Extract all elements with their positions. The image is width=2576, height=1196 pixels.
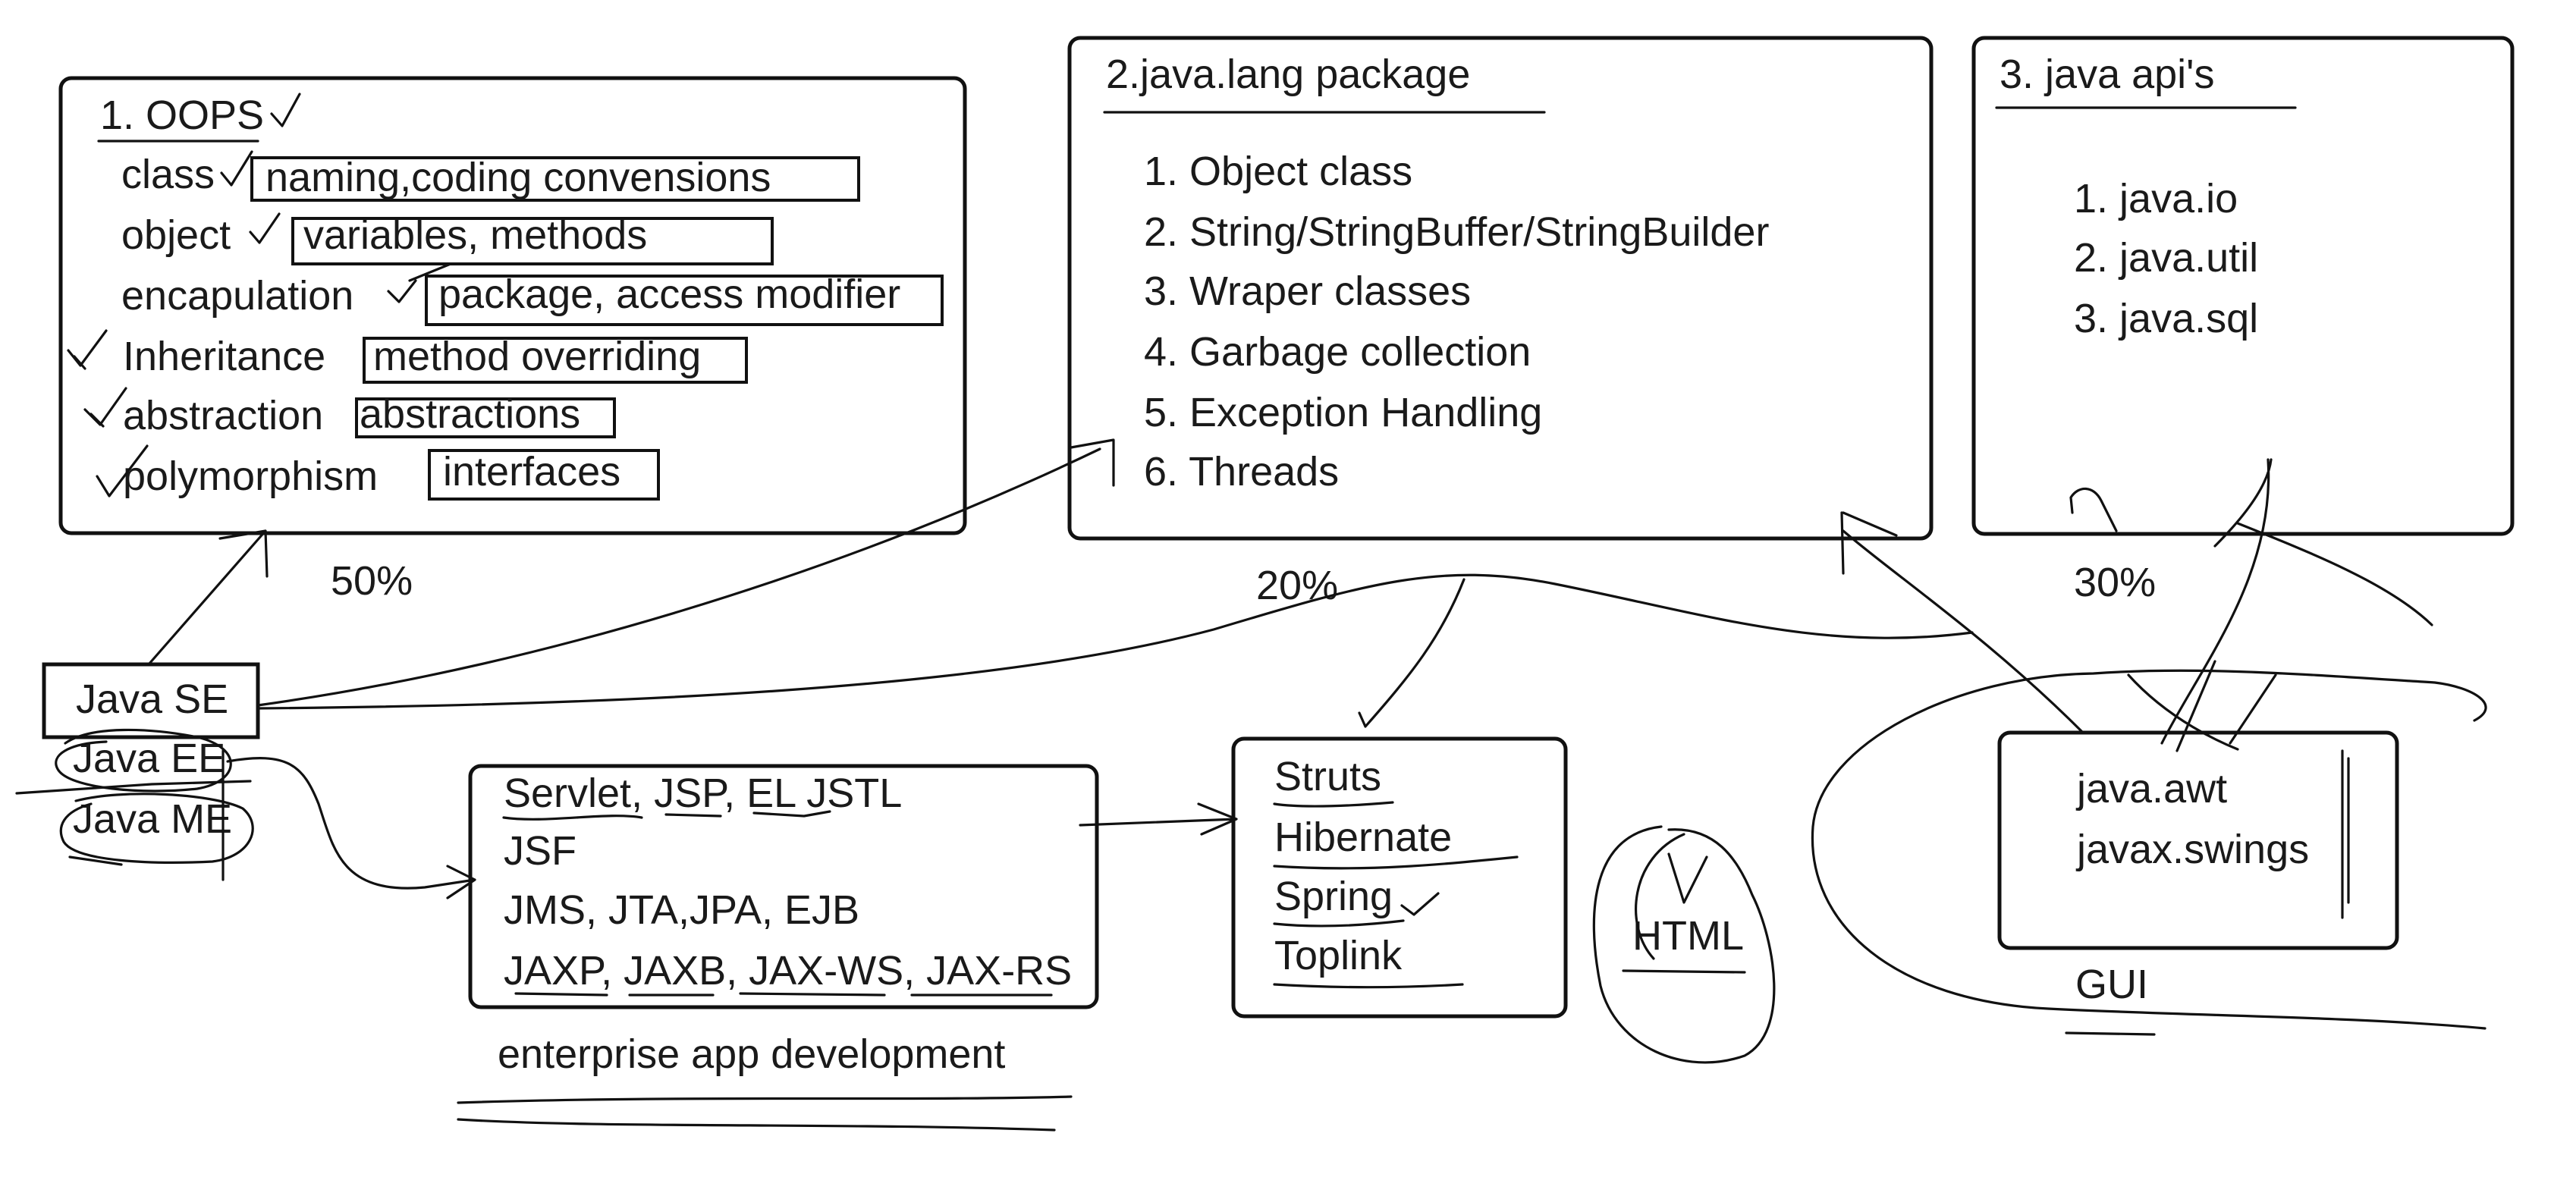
- enterprise-caption-underline: [457, 1095, 1073, 1104]
- oops-item-object: object: [121, 212, 231, 258]
- gui-item-swings: javax.swings: [2075, 827, 2309, 872]
- tag-box-abstractions: [355, 397, 616, 438]
- oops-tag-variables: variables, methods: [303, 212, 647, 258]
- el-underline: [752, 810, 831, 818]
- oops-tag-interfaces: interfaces: [443, 449, 620, 494]
- java-api-item-1: 1. java.io: [2074, 176, 2238, 221]
- java-lang-percent: 20%: [1256, 563, 1338, 608]
- java-api-item-2: 2. java.util: [2074, 235, 2258, 281]
- java-lang-item-2: 2. String/StringBuffer/StringBuilder: [1144, 209, 1769, 255]
- java-ee-circle: [55, 728, 232, 793]
- java-lang-item-4: 4. Garbage collection: [1144, 329, 1531, 375]
- java-api-box: 3. java api's 1. java.io 2. java.util 3.…: [1971, 36, 2515, 536]
- check-mark-icon: [83, 387, 127, 428]
- java-api-item-3: 3. java.sql: [2074, 296, 2258, 341]
- oops-item-encapulation: encapulation: [121, 273, 353, 319]
- servlet-underline: [502, 815, 643, 821]
- java-lang-item-5: 5. Exception Handling: [1144, 390, 1542, 435]
- gui-vertical-bar: [2341, 749, 2350, 919]
- html-scribble-inner: [1635, 833, 1708, 960]
- jaxp-underline: [514, 992, 608, 997]
- jaxws-underline: [739, 992, 886, 997]
- enterprise-line-3: JMS, JTA,JPA, EJB: [504, 887, 859, 933]
- framework-toplink: Toplink: [1274, 933, 1403, 978]
- enterprise-line-4: JAXP, JAXB, JAX-WS, JAX-RS: [504, 948, 1072, 994]
- arrow-gui-to-api-3: [2069, 487, 2118, 532]
- java-api-percent: 30%: [2074, 560, 2156, 605]
- java-lang-box: 2.java.lang package 1. Object class 2. S…: [1067, 36, 1934, 541]
- arrow-ee-to-enterprise: [226, 757, 476, 899]
- check-mark-icon: [387, 262, 452, 303]
- oops-box: 1. OOPS class naming,coding convensions …: [58, 76, 967, 535]
- java-ee-strike: [15, 780, 252, 795]
- enterprise-caption-underline-2: [457, 1118, 1056, 1132]
- jsp-underline: [664, 813, 722, 818]
- tag-box-package: [425, 275, 944, 326]
- framework-spring: Spring: [1274, 874, 1393, 919]
- gui-caption: GUI: [2075, 962, 2148, 1007]
- gui-caption-underline: [2065, 1031, 2156, 1036]
- html-scribble-circle: [1592, 825, 1776, 1064]
- arrow-se-to-lang: [256, 438, 1115, 707]
- java-me-tail: [68, 855, 123, 866]
- html-label: HTML: [1632, 913, 1744, 959]
- check-mark-icon: [67, 329, 108, 370]
- html-underline: [1622, 969, 1746, 974]
- oops-title: 1. OOPS: [100, 93, 264, 138]
- java-lang-title: 2.java.lang package: [1106, 52, 1470, 97]
- java-lang-item-6: 6. Threads: [1144, 449, 1339, 494]
- tag-box-variables: [291, 217, 774, 265]
- java-me-circle: [59, 793, 254, 864]
- check-mark-icon: [249, 212, 281, 244]
- gui-scribble-cross: [2127, 660, 2277, 752]
- enterprise-box: Servlet, JSP, EL JSTL JSF JMS, JTA,JPA, …: [468, 764, 1099, 1009]
- java-api-title: 3. java api's: [2000, 52, 2214, 97]
- enterprise-caption: enterprise app development: [498, 1031, 1005, 1077]
- oops-tag-overriding: method overriding: [373, 334, 701, 379]
- oops-tag-abstractions: abstractions: [360, 391, 580, 437]
- oops-item-polymorphism: polymorphism: [123, 454, 378, 499]
- oops-tag-package: package, access modifier: [438, 272, 900, 317]
- enterprise-line-1: Servlet, JSP, EL JSTL: [504, 771, 902, 816]
- check-mark-icon: [96, 444, 149, 498]
- java-se-box: Java SE: [42, 662, 260, 739]
- oops-percent: 50%: [331, 558, 413, 604]
- arrow-head-lang-bottom: [1840, 511, 1898, 575]
- frameworks-box: Struts Hibernate Spring Toplink: [1231, 736, 1568, 1019]
- hibernate-underline: [1273, 855, 1519, 870]
- oops-item-abstraction: abstraction: [123, 393, 323, 438]
- check-mark-icon: [270, 93, 301, 127]
- gui-box: java.awt javax.swings: [1997, 730, 2399, 950]
- tag-box-interfaces: [428, 449, 660, 501]
- java-lang-item-1: 1. Object class: [1144, 149, 1412, 194]
- framework-hibernate: Hibernate: [1274, 815, 1452, 860]
- enterprise-line-2: JSF: [504, 828, 576, 874]
- toplink-underline: [1273, 983, 1464, 989]
- arrow-gui-to-api-2: [2160, 458, 2273, 745]
- gui-item-awt: java.awt: [2075, 766, 2227, 811]
- arrow-se-to-oops: [147, 529, 269, 666]
- arrow-enterprise-to-frameworks: [1079, 802, 1238, 836]
- java-se-label: Java SE: [76, 676, 228, 722]
- arrow-lang-to-frameworks: [1358, 578, 1465, 728]
- gui-scribble-diagonal: [2236, 522, 2433, 626]
- framework-struts: Struts: [1274, 754, 1381, 799]
- arrow-se-to-api: [256, 573, 1974, 710]
- java-lang-item-3: 3. Wraper classes: [1144, 268, 1471, 314]
- oops-item-class: class: [121, 152, 215, 197]
- tag-box-naming: [250, 156, 860, 202]
- oops-tag-naming: naming,coding convensions: [265, 155, 771, 200]
- gui-scribble-loop: [1811, 669, 2487, 1030]
- arrow-gui-to-api-1: [1842, 529, 2084, 734]
- struts-underline: [1273, 801, 1394, 808]
- oops-item-inheritance: Inheritance: [123, 334, 325, 379]
- tag-box-overriding: [363, 337, 748, 384]
- check-mark-icon: [220, 150, 253, 187]
- check-mark-icon: [1400, 892, 1440, 916]
- spring-underline: [1273, 919, 1405, 928]
- java-me-label: Java ME: [73, 796, 232, 842]
